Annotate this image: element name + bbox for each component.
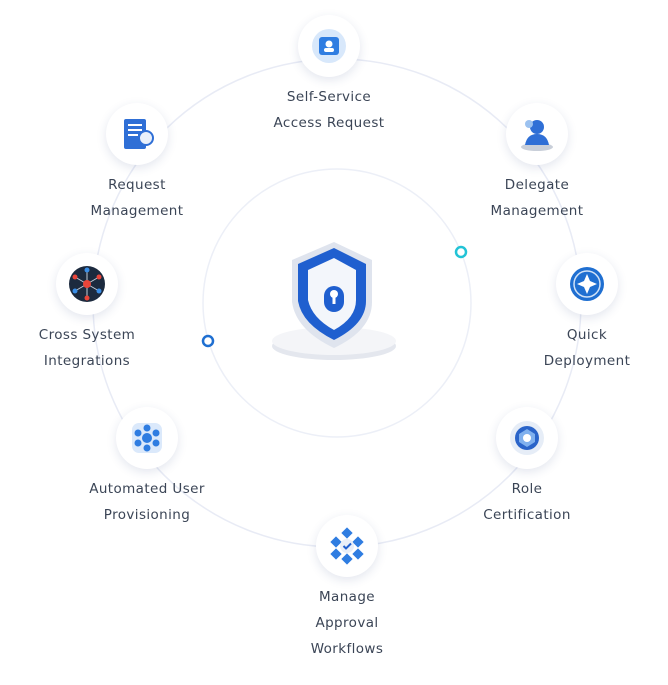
user-provisioning-icon <box>116 407 178 469</box>
node-label: Request Management <box>90 177 184 219</box>
integrations-icon <box>56 253 118 315</box>
node-label: Automated User Provisioning <box>89 481 205 523</box>
center-shield <box>268 238 408 368</box>
orbit-dot-cyan <box>454 245 468 259</box>
request-management-icon <box>106 103 168 165</box>
orbit-dot-blue <box>201 334 215 348</box>
node-label: Manage Approval Workflows <box>310 589 384 657</box>
node-request-management[interactable]: Request Management <box>47 103 227 224</box>
role-certification-icon <box>496 407 558 469</box>
quick-deployment-icon <box>556 253 618 315</box>
node-label: Quick Deployment <box>543 327 631 369</box>
node-label: Self-Service Access Request <box>273 89 385 131</box>
inner-ring <box>202 168 472 438</box>
node-label: Role Certification <box>483 481 571 523</box>
node-label: Cross System Integrations <box>38 327 136 369</box>
node-delegate-management[interactable]: Delegate Management <box>447 103 627 224</box>
approval-workflows-icon <box>316 515 378 577</box>
shield-lock-icon <box>272 242 396 360</box>
node-quick-deployment[interactable]: Quick Deployment <box>497 253 668 374</box>
delegate-management-icon <box>506 103 568 165</box>
node-approval-workflows[interactable]: Manage Approval Workflows <box>257 515 437 662</box>
node-label: Delegate Management <box>490 177 584 219</box>
node-self-service[interactable]: Self-Service Access Request <box>239 15 419 136</box>
node-cross-system[interactable]: Cross System Integrations <box>0 253 177 374</box>
node-automated-provisioning[interactable]: Automated User Provisioning <box>57 407 237 528</box>
node-role-certification[interactable]: Role Certification <box>437 407 617 528</box>
self-service-access-icon <box>298 15 360 77</box>
